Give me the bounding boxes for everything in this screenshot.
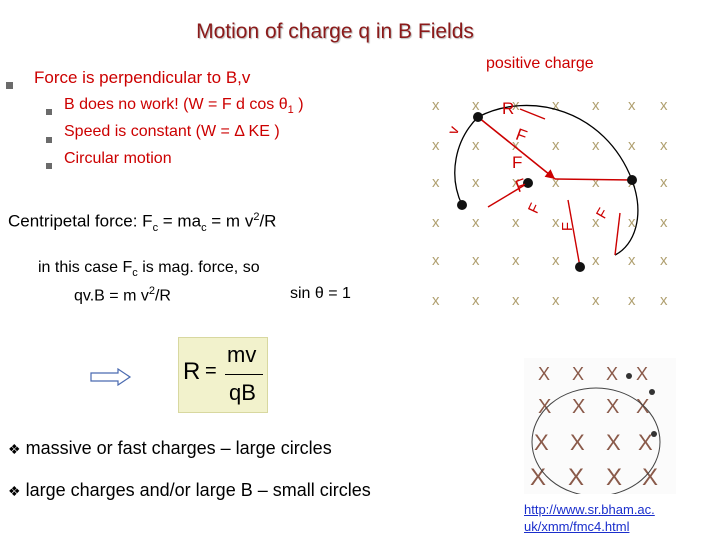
arrow-right-icon	[90, 368, 132, 386]
force-label-5: F	[559, 222, 576, 231]
formula-numerator: mv	[227, 342, 256, 368]
sub-bullet-2: Speed is constant (W = Δ KE )	[64, 123, 280, 141]
force-line-2	[555, 179, 632, 180]
centripetal-force-line: Centripetal force: Fc = mac = m v2/R	[8, 211, 276, 234]
circular-motion-diagram	[420, 95, 700, 305]
sub-bullet-3: Circular motion	[64, 150, 172, 168]
formula-R: R	[183, 358, 200, 386]
formula-equals: =	[205, 360, 217, 383]
mag-force-line-2: qv.B = m v2/R	[74, 285, 171, 305]
charge-dot-5	[627, 175, 637, 185]
mag-line1-a: in this case F	[38, 259, 132, 276]
force-label-2: F	[512, 153, 522, 173]
mag-force-line-1: in this case Fc is mag. force, so	[38, 259, 260, 279]
v-arrow	[520, 109, 545, 119]
mag-line1-b: is mag. force, so	[138, 259, 260, 276]
radius-formula: R = mv qB	[178, 337, 268, 413]
orbit-arc-right	[615, 180, 638, 255]
sub-bullet-1: B does no work! (W = F d cos θ1 )	[64, 96, 304, 116]
diamond-bullet-icon: ❖	[8, 441, 21, 457]
centripetal-prefix: Centripetal force: F	[8, 212, 153, 231]
radius-label: R	[502, 99, 514, 119]
charge-dot-4	[575, 262, 585, 272]
sub-bullet-1-text: B does no work! (W = F d cos θ	[64, 96, 288, 113]
sub-bullet-1-icon	[46, 102, 52, 120]
note-1: ❖ massive or fast charges – large circle…	[8, 438, 332, 459]
force-arrow-5	[615, 213, 620, 255]
formula-denominator: qB	[229, 380, 256, 406]
note-2-text: large charges and/or large B – small cir…	[26, 480, 371, 500]
diamond-bullet-icon: ❖	[8, 483, 21, 499]
main-bullet	[6, 76, 13, 94]
source-link-line-2[interactable]: uk/xmm/fmc4.html	[524, 519, 629, 534]
bullet-square-icon	[6, 82, 13, 89]
charge-dot-2	[457, 200, 467, 210]
photo-orbit	[524, 358, 676, 494]
force-arrow-4	[568, 200, 580, 267]
mag-line2-b: /R	[155, 287, 171, 304]
sin-theta-equation: sin θ = 1	[290, 285, 351, 303]
fraction-bar	[225, 374, 263, 375]
centripetal-eq1: = ma	[158, 212, 201, 231]
positive-charge-label: positive charge	[486, 55, 594, 73]
centripetal-tail: /R	[259, 212, 276, 231]
sub-bullet-2-icon	[46, 130, 52, 148]
note-2: ❖ large charges and/or large B – small c…	[8, 480, 371, 501]
mag-line2-a: qv.B = m v	[74, 287, 149, 304]
centripetal-eq2: = m v	[207, 212, 254, 231]
source-link-line-1[interactable]: http://www.sr.bham.ac.	[524, 502, 655, 517]
note-1-text: massive or fast charges – large circles	[26, 438, 332, 458]
sub-bullet-1-close: )	[294, 96, 304, 113]
slide-title: Motion of charge q in B Fields	[0, 20, 670, 44]
sub-bullet-3-icon	[46, 156, 52, 174]
charge-dot-1	[473, 112, 483, 122]
main-bullet-text: Force is perpendicular to B,v	[34, 68, 250, 88]
